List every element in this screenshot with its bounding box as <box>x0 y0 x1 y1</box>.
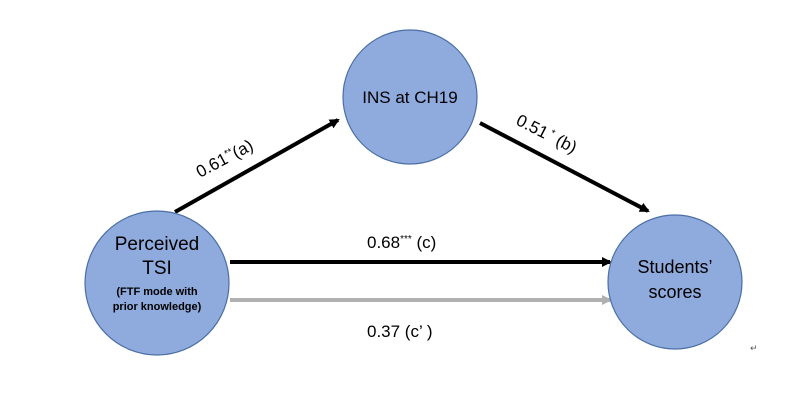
paragraph-mark: ↵ <box>750 344 758 354</box>
path-b-label: 0.51 * (b) <box>513 111 580 158</box>
node-outcome-label-line2: scores <box>648 282 701 302</box>
node-predictor-label-line2: TSI <box>142 258 172 279</box>
node-predictor-label-line1: Perceived <box>115 234 200 255</box>
node-predictor-sub-line2: prior knowledge) <box>113 301 202 313</box>
node-outcome: Students’ scores <box>607 214 743 350</box>
node-mediator: INS at CH19 <box>342 29 478 165</box>
path-a-label: 0.61**(a) <box>193 136 256 182</box>
path-b-arrow <box>479 121 650 213</box>
node-mediator-label: INS at CH19 <box>362 88 457 107</box>
path-a-arrow <box>174 118 340 214</box>
path-c-label: 0.68*** (c) <box>367 233 436 252</box>
node-outcome-label-line1: Students’ <box>637 257 712 277</box>
path-c-prime-label: 0.37 (c’ ) <box>367 322 433 341</box>
node-predictor: Perceived TSI (FTF mode with prior knowl… <box>84 210 230 356</box>
node-predictor-sub-line1: (FTF mode with <box>116 286 198 298</box>
